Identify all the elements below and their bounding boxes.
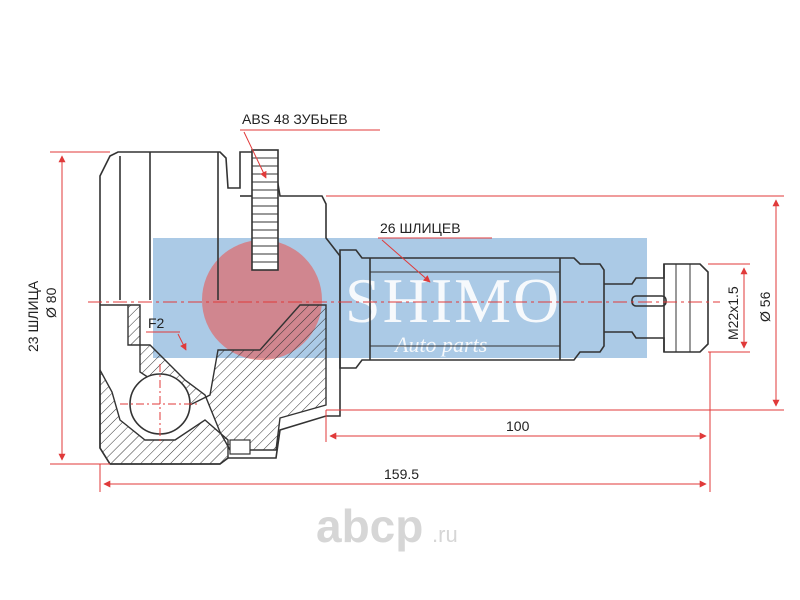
watermark-brand: SHIMO xyxy=(345,265,561,336)
label-f2: F2 xyxy=(148,315,165,331)
label-abs-teeth: ABS 48 ЗУБЬЕВ xyxy=(242,111,348,127)
watermark-tagline: Auto parts xyxy=(393,332,487,357)
label-outer-diameter: Ø 80 xyxy=(43,287,59,318)
housing-section xyxy=(99,304,327,465)
stub-shaft xyxy=(339,249,709,369)
label-seal-diameter: Ø 56 xyxy=(757,291,773,322)
footer-site-name: abcp xyxy=(316,500,423,552)
label-thread: M22x1.5 xyxy=(725,286,741,340)
footer-brand: abcp .ru xyxy=(316,500,458,552)
label-dim-100: 100 xyxy=(506,418,530,434)
label-shaft-splines: 26 ШЛИЦЕВ xyxy=(380,220,461,236)
labels: ABS 48 ЗУБЬЕВ 26 ШЛИЦЕВ F2 23 ШЛИЦА Ø 80… xyxy=(25,111,773,482)
housing xyxy=(99,149,341,465)
label-dim-total: 159.5 xyxy=(384,466,419,482)
footer-tld: .ru xyxy=(432,522,458,547)
label-outer-splines: 23 ШЛИЦА xyxy=(25,280,41,352)
dimensions xyxy=(50,129,784,492)
